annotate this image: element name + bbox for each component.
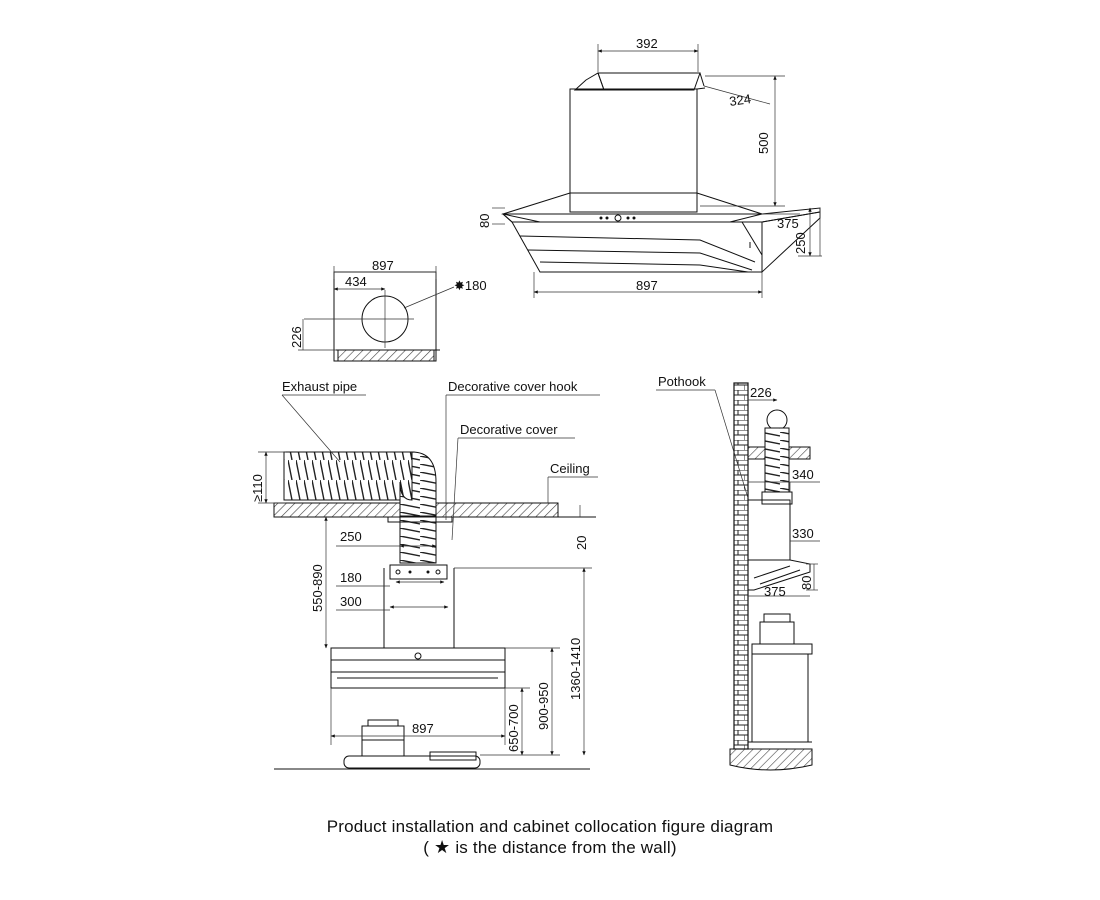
side-dim-375: 375 bbox=[764, 584, 786, 599]
dim-body-height: 250 bbox=[793, 232, 808, 254]
dim-top-width: 392 bbox=[636, 36, 658, 51]
dim-300: 300 bbox=[340, 594, 362, 609]
ceiling-bracket bbox=[387, 516, 453, 523]
caption-note: ( ★ is the distance from the wall) bbox=[0, 837, 1100, 858]
dim-min-clearance: ≥110 bbox=[250, 474, 265, 502]
stove bbox=[343, 719, 481, 769]
wall-hole-plan-view: 897 434 ✸180 226 bbox=[289, 258, 487, 362]
plan-dim-width: 897 bbox=[372, 258, 394, 273]
front-installation-view: Exhaust pipe Decorative cover hook Decor… bbox=[250, 379, 600, 770]
floor bbox=[729, 748, 813, 771]
mounting-plate bbox=[389, 564, 448, 580]
exhaust-pipe-vertical bbox=[399, 516, 437, 564]
label-decorative-cover: Decorative cover bbox=[460, 422, 558, 437]
hood-top-panel bbox=[501, 192, 764, 223]
side-dim-80: 80 bbox=[799, 576, 814, 590]
chimney-body bbox=[569, 88, 698, 213]
label-pothook: Pothook bbox=[658, 374, 706, 389]
star-icon: ★ bbox=[434, 837, 451, 857]
label-ceiling: Ceiling bbox=[550, 461, 590, 476]
exhaust-pipe-elbow bbox=[399, 451, 437, 517]
dim-250: 250 bbox=[340, 529, 362, 544]
dim-550-890: 550-890 bbox=[310, 564, 325, 612]
side-hood bbox=[747, 559, 811, 591]
dim-1360-1410: 1360-1410 bbox=[568, 638, 583, 700]
side-dim-330: 330 bbox=[792, 526, 814, 541]
plan-dim-offset: 434 bbox=[345, 274, 367, 289]
plan-dim-hole: ✸180 bbox=[454, 278, 487, 293]
dim-chimney-height: 500 bbox=[756, 132, 771, 154]
side-dim-226: 226 bbox=[750, 385, 772, 400]
brick-wall bbox=[733, 382, 749, 750]
side-stove-cabinet bbox=[748, 613, 813, 743]
side-chimney bbox=[747, 499, 791, 561]
caption-note-text: is the distance from the wall bbox=[450, 838, 671, 857]
chimney-collar bbox=[597, 72, 701, 91]
dim-top-depth: 324 bbox=[728, 91, 752, 109]
exhaust-pipe-horizontal bbox=[283, 451, 415, 501]
caption-title: Product installation and cabinet colloca… bbox=[326, 817, 774, 836]
dim-900-950: 900-950 bbox=[536, 682, 551, 730]
side-installation-view: Pothook 226 340 330 80 375 bbox=[656, 374, 820, 771]
dim-650-700: 650-700 bbox=[506, 704, 521, 752]
control-button bbox=[599, 216, 603, 220]
hood-body bbox=[330, 647, 506, 689]
dim-20: 20 bbox=[574, 536, 589, 550]
dim-panel-height: 80 bbox=[477, 214, 492, 228]
label-decorative-cover-hook: Decorative cover hook bbox=[448, 379, 578, 394]
side-dim-340: 340 bbox=[792, 467, 814, 482]
dim-width: 897 bbox=[636, 278, 658, 293]
hood-perspective-view: 392 324 500 80 375 250 897 bbox=[477, 36, 822, 298]
plan-floor-hatch bbox=[337, 349, 435, 362]
dim-897: 897 bbox=[412, 721, 434, 736]
label-exhaust-pipe: Exhaust pipe bbox=[282, 379, 357, 394]
side-exhaust-pipe bbox=[764, 427, 790, 493]
plan-dim-height: 226 bbox=[289, 326, 304, 348]
dim-depth: 375 bbox=[777, 216, 799, 231]
caption-close-paren: ) bbox=[670, 838, 677, 857]
dim-180: 180 bbox=[340, 570, 362, 585]
caption-open-paren: ( bbox=[423, 838, 430, 857]
